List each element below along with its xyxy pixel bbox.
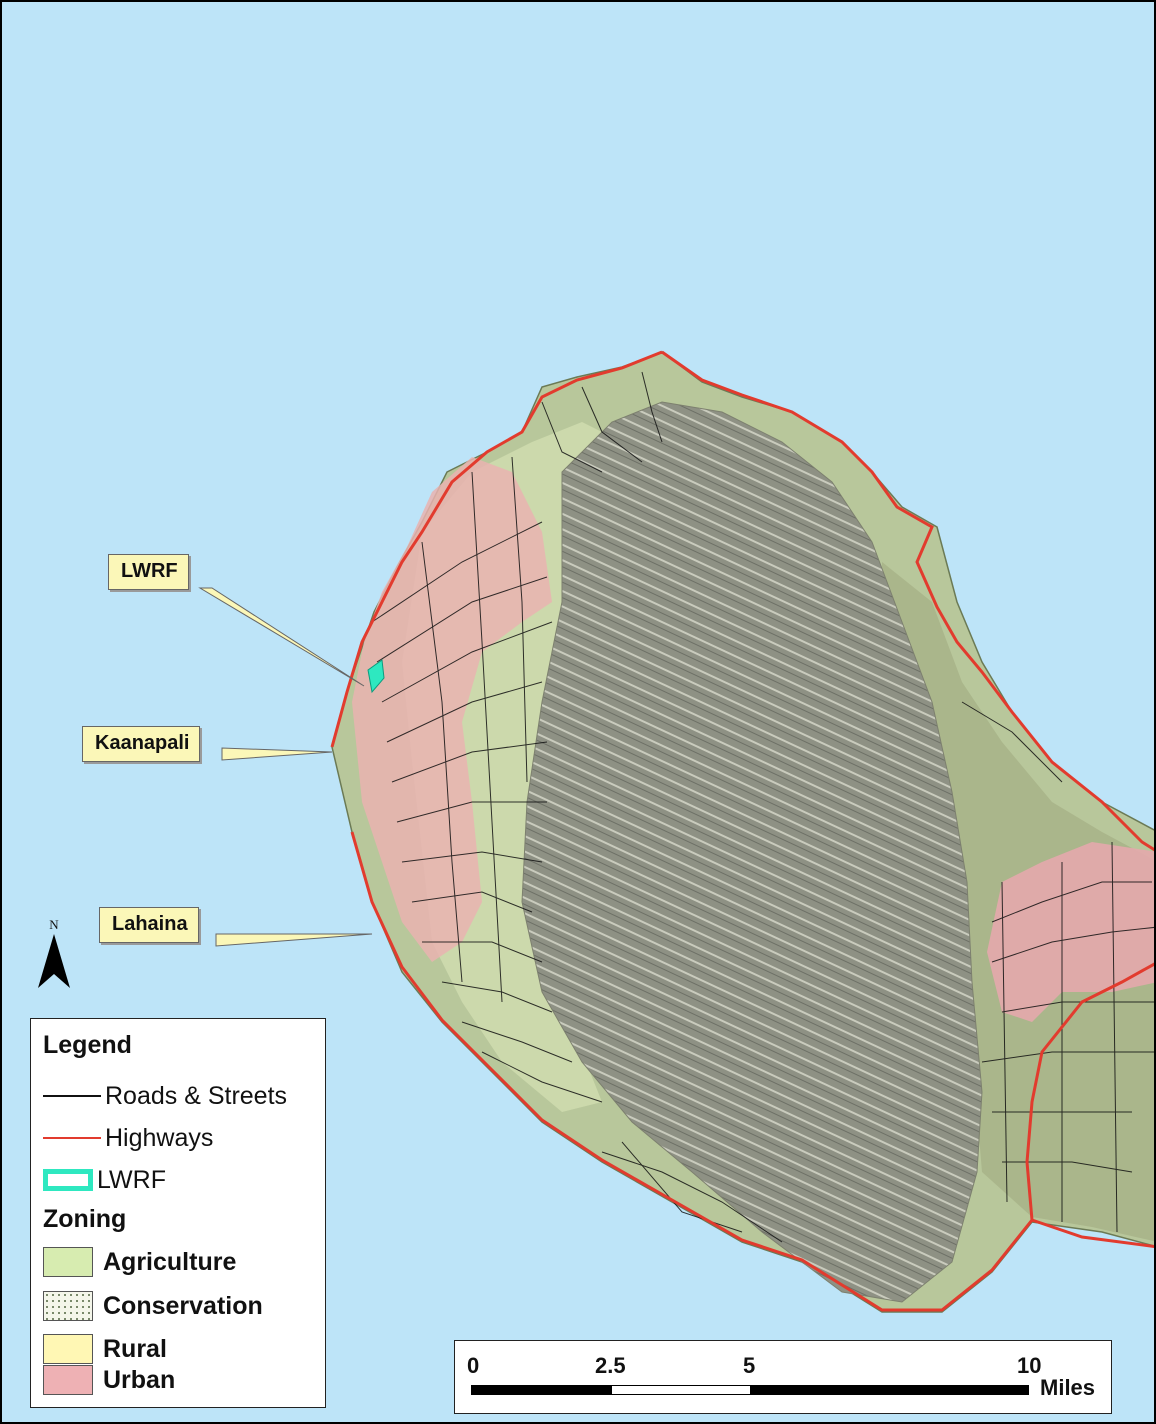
legend-label-conservation: Conservation	[103, 1291, 263, 1320]
legend-label-roads: Roads & Streets	[105, 1081, 288, 1110]
north-letter: N	[49, 917, 59, 932]
legend-item-agriculture: Agriculture	[43, 1245, 236, 1279]
legend-label-urban: Urban	[103, 1365, 176, 1394]
zoning-heading: Zoning	[43, 1205, 127, 1233]
rural-swatch	[43, 1334, 93, 1364]
callout-leaders	[198, 587, 373, 947]
callout-kaanapali: Kaanapali	[82, 726, 201, 762]
legend-item-roads: Roads & Streets	[43, 1079, 287, 1113]
legend-label-agriculture: Agriculture	[103, 1247, 237, 1276]
roads-line-swatch	[43, 1095, 101, 1097]
conservation-zone	[521, 401, 983, 1303]
legend-label-highways: Highways	[105, 1123, 214, 1152]
scale-units: Miles	[1040, 1375, 1096, 1400]
scale-segment-3	[751, 1385, 1029, 1395]
scale-tick-5: 5	[743, 1353, 756, 1378]
legend: Legend Roads & Streets Highways LWRF Zon…	[30, 1018, 326, 1408]
scale-segment-2	[611, 1385, 751, 1395]
callout-lahaina: Lahaina	[99, 907, 199, 943]
north-arrow: N	[34, 918, 74, 996]
lwrf-facility	[367, 659, 385, 694]
urban-zone-west	[352, 457, 552, 962]
legend-item-urban: Urban	[43, 1363, 175, 1397]
legend-label-lwrf: LWRF	[97, 1165, 166, 1194]
highways-line-swatch	[43, 1137, 101, 1139]
conservation-swatch	[43, 1291, 93, 1321]
urban-swatch	[43, 1365, 93, 1395]
north-arrow-icon	[38, 934, 70, 988]
agriculture-swatch	[43, 1247, 93, 1277]
scale-tick-2-5: 2.5	[595, 1353, 626, 1378]
legend-item-highways: Highways	[43, 1121, 213, 1155]
scale-tick-10: 10	[1017, 1353, 1042, 1378]
legend-item-conservation: Conservation	[43, 1289, 263, 1323]
legend-item-rural: Rural	[43, 1332, 167, 1366]
legend-title: Legend	[43, 1031, 132, 1059]
callout-lwrf: LWRF	[108, 554, 189, 590]
scale-bar: 0 2.5 5 10 Miles	[454, 1340, 1112, 1414]
roads-network	[371, 371, 1154, 1243]
lwrf-swatch	[43, 1169, 93, 1191]
scale-segment-1	[471, 1385, 611, 1395]
legend-item-lwrf: LWRF	[43, 1163, 166, 1197]
legend-label-rural: Rural	[103, 1334, 167, 1363]
highway-route	[330, 350, 1154, 1312]
scale-tick-0: 0	[467, 1353, 480, 1378]
